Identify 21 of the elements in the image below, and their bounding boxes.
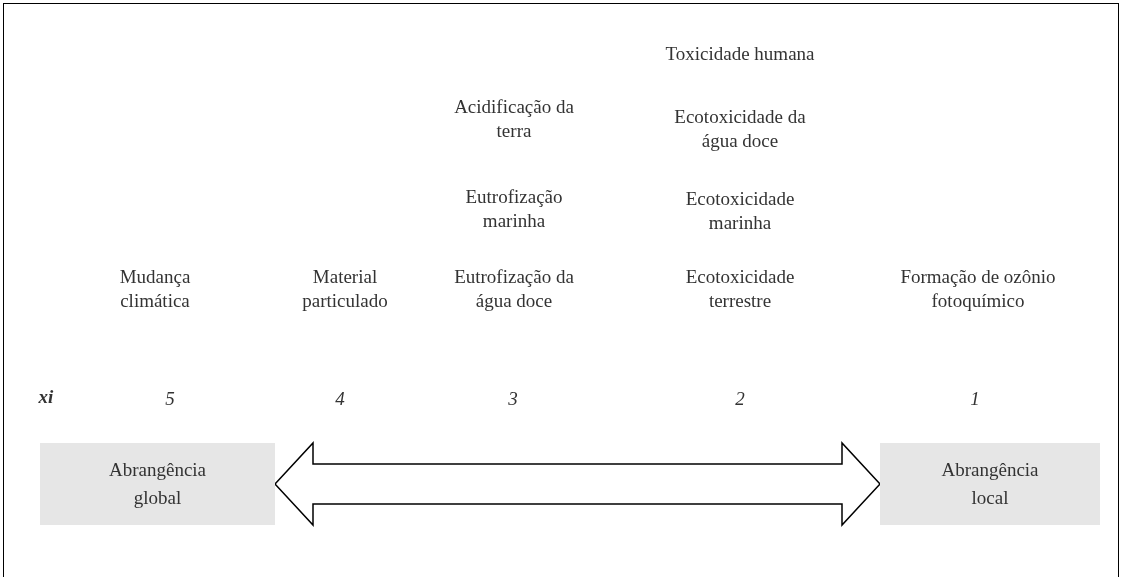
- impact-category-label: Formação de ozônio fotoquímico: [899, 265, 1057, 313]
- impact-category-label: Mudança climática: [118, 265, 192, 313]
- impact-category-label: Material particulado: [301, 265, 389, 313]
- rank-number: 4: [334, 387, 346, 411]
- impact-category-label: Ecotoxicidade da água doce: [673, 105, 807, 153]
- rank-number: 2: [734, 387, 746, 411]
- rank-number: 1: [969, 387, 981, 411]
- impact-category-label: Ecotoxicidade marinha: [684, 187, 796, 235]
- scope-label: Abrangência global: [107, 458, 208, 510]
- scope-label: Abrangência local: [940, 458, 1040, 510]
- rank-number: 3: [507, 387, 519, 411]
- impact-category-label: Ecotoxicidade terrestre: [684, 265, 796, 313]
- impact-category-label: Toxicidade humana: [664, 42, 816, 66]
- scope-box: [880, 443, 1100, 525]
- scope-box: [40, 443, 275, 525]
- rank-number: 5: [164, 387, 176, 411]
- impact-category-label: Eutrofização da água doce: [453, 265, 575, 313]
- impact-category-label: Eutrofização marinha: [464, 185, 564, 233]
- impact-category-label: Acidificação da terra: [453, 95, 575, 143]
- double-arrow: [273, 441, 882, 527]
- row-label: xi: [37, 385, 55, 409]
